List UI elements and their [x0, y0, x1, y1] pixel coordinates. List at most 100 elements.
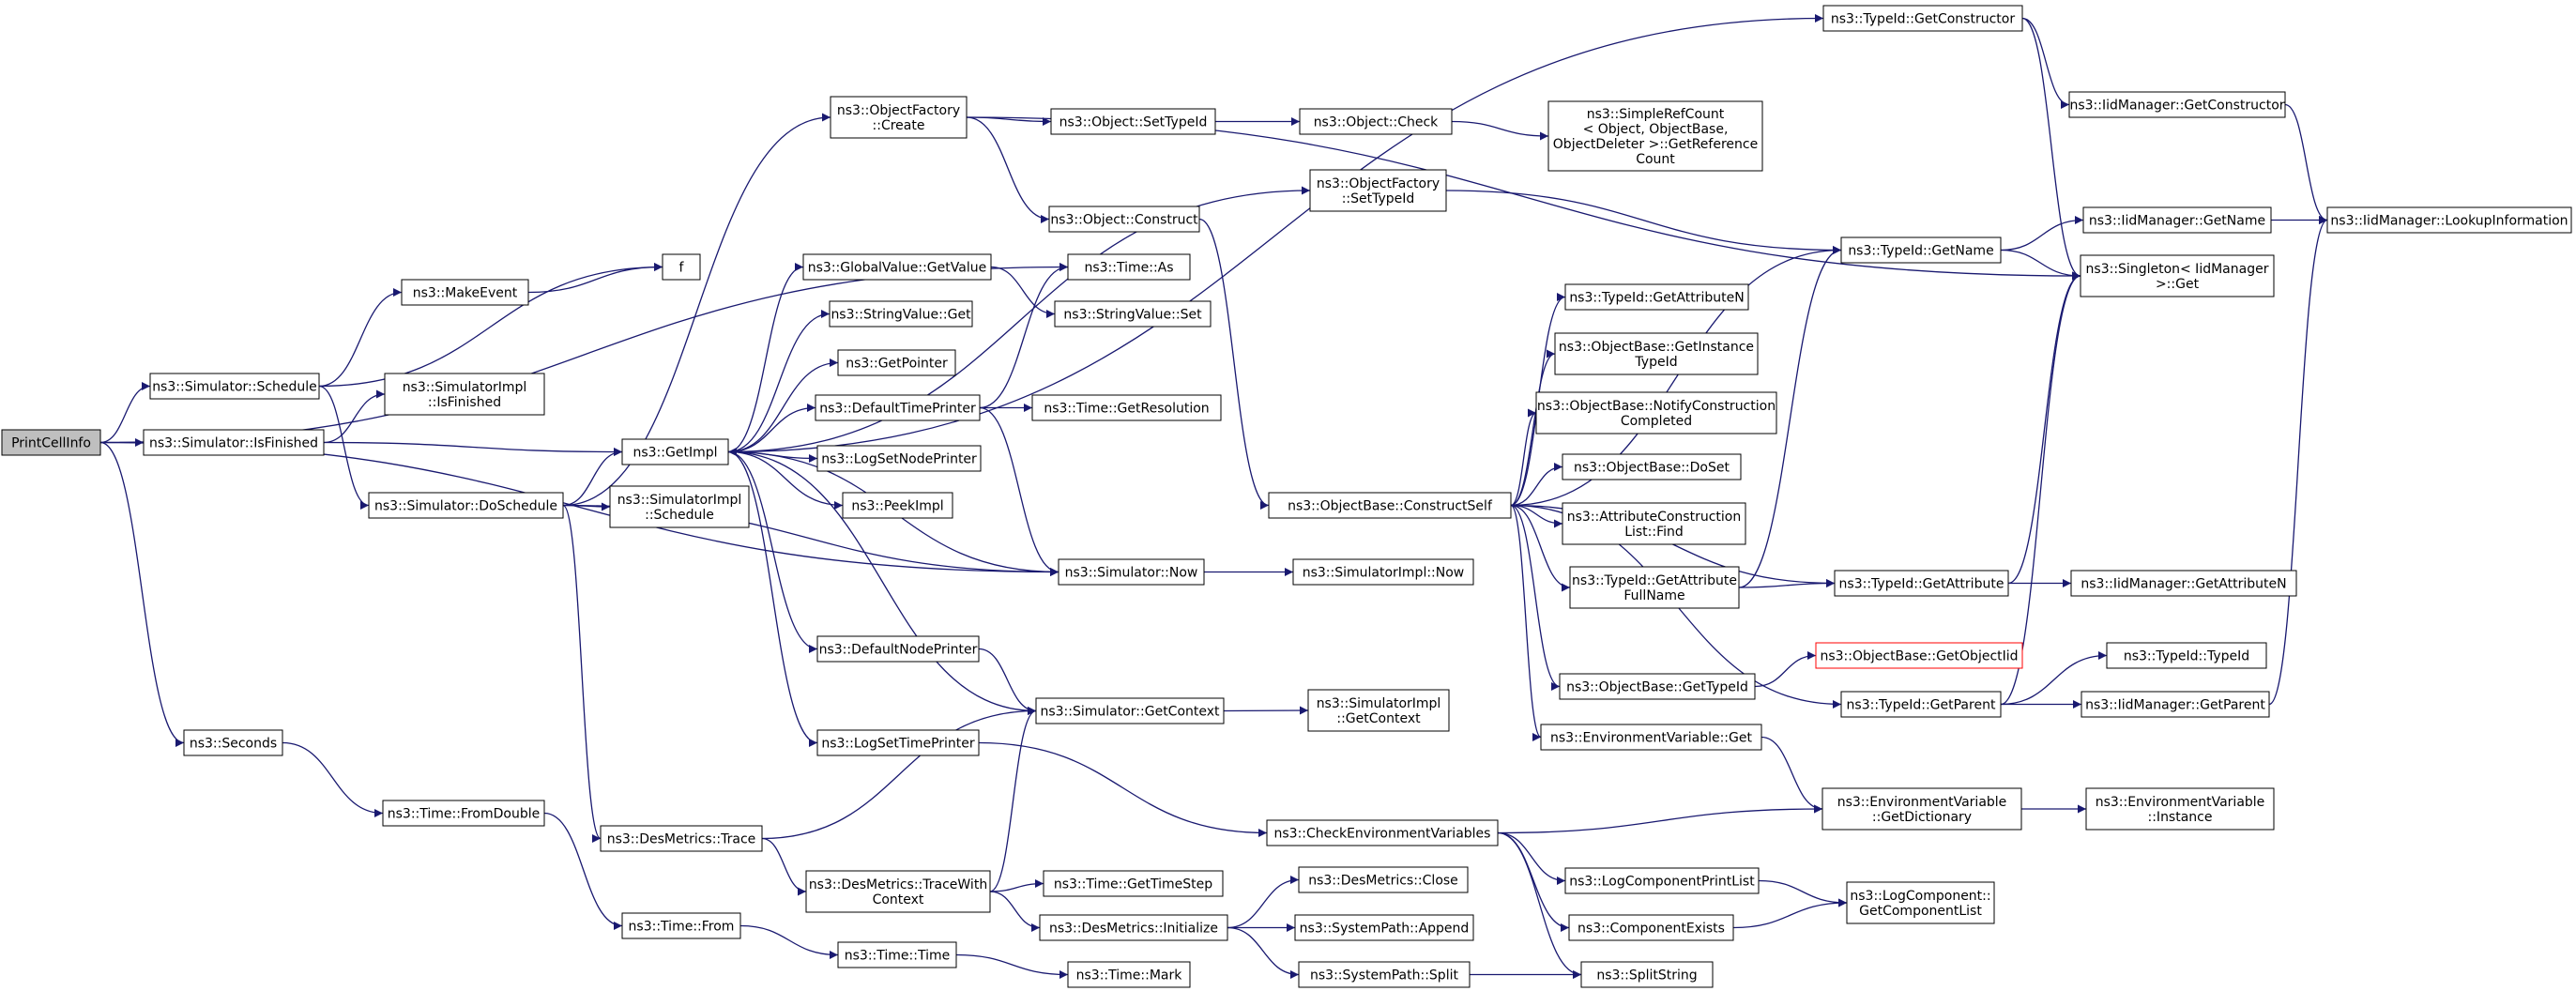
- function-node-stringvalue-get[interactable]: ns3::StringValue::Get: [829, 300, 973, 328]
- function-node-systempath-split[interactable]: ns3::SystemPath::Split: [1298, 961, 1471, 988]
- function-node-object-construct[interactable]: ns3::Object::Construct: [1048, 206, 1200, 233]
- function-node-makeevent[interactable]: ns3::MakeEvent: [401, 279, 529, 306]
- function-node-logsetnodeprinter[interactable]: ns3::LogSetNodePrinter: [816, 445, 982, 472]
- function-node-peekimpl[interactable]: ns3::PeekImpl: [842, 492, 953, 519]
- function-node-objbase-gettypeid[interactable]: ns3::ObjectBase::GetTypeId: [1559, 673, 1756, 700]
- function-node-iidmanager-lookupinformation[interactable]: ns3::IidManager::LookupInformation: [2326, 206, 2572, 234]
- node-label-line: ns3::SplitString: [1596, 968, 1697, 983]
- function-node-defaultnodeprinter[interactable]: ns3::DefaultNodePrinter: [816, 635, 980, 663]
- function-node-time-mark[interactable]: ns3::Time::Mark: [1067, 961, 1191, 988]
- function-node-envvar-getdictionary[interactable]: ns3::EnvironmentVariable::GetDictionary: [1821, 787, 2022, 831]
- function-node-simulator-now[interactable]: ns3::Simulator::Now: [1058, 558, 1205, 586]
- function-node-objbase-doset[interactable]: ns3::ObjectBase::DoSet: [1562, 453, 1742, 480]
- function-node-object-settypeid[interactable]: ns3::Object::SetTypeId: [1050, 108, 1216, 135]
- function-node-iidmanager-getparent[interactable]: ns3::IidManager::GetParent: [2081, 691, 2270, 718]
- call-edge-time_from-to-time_time: [739, 924, 839, 960]
- function-node-iidmanager-getconstructor[interactable]: ns3::IidManager::GetConstructor: [2068, 91, 2286, 118]
- function-node-object-check[interactable]: ns3::Object::Check: [1299, 108, 1453, 135]
- function-node-singleton-get[interactable]: ns3::Singleton< IidManager>::Get: [2080, 254, 2275, 297]
- node-box: [1299, 108, 1453, 135]
- function-node-desmetrics-close[interactable]: ns3::DesMetrics::Close: [1298, 866, 1469, 893]
- call-edge-defaulttimeprinter-to-simulator_now: [979, 406, 1059, 577]
- function-node-iidmanager-getattributen[interactable]: ns3::IidManager::GetAttributeN: [2070, 570, 2297, 597]
- function-node-componentexists[interactable]: ns3::ComponentExists: [1568, 914, 1734, 941]
- function-node-doschedule[interactable]: ns3::Simulator::DoSchedule: [368, 492, 564, 519]
- call-edge-typeid_getname-to-singleton_get: [2000, 249, 2081, 281]
- function-node-logcomponentprintlist[interactable]: ns3::LogComponentPrintList: [1564, 867, 1760, 894]
- function-node-simimpl-now[interactable]: ns3::SimulatorImpl::Now: [1292, 558, 1474, 586]
- function-node-time-as[interactable]: ns3::Time::As: [1067, 253, 1191, 281]
- node-box: [1822, 5, 2023, 32]
- call-edge-getimpl-to-stringvalue_get: [727, 309, 831, 453]
- function-node-simimpl-getcontext[interactable]: ns3::SimulatorImpl::GetContext: [1307, 689, 1450, 732]
- function-node-systempath-append[interactable]: ns3::SystemPath::Append: [1294, 914, 1474, 941]
- node-label-line: ns3::GetPointer: [846, 357, 948, 372]
- function-node-objbase-constructself[interactable]: ns3::ObjectBase::ConstructSelf: [1268, 492, 1512, 519]
- node-box: [1035, 697, 1225, 724]
- node-label-line: ns3::Simulator::IsFinished: [149, 436, 318, 451]
- function-node-envvar-instance[interactable]: ns3::EnvironmentVariable::Instance: [2085, 787, 2275, 831]
- function-node-globalvalue-getvalue[interactable]: ns3::GlobalValue::GetValue: [802, 253, 992, 281]
- function-node-typeid-getname[interactable]: ns3::TypeId::GetName: [1840, 236, 2002, 264]
- node-box: [830, 96, 968, 139]
- function-node-simulator-getcontext[interactable]: ns3::Simulator::GetContext: [1035, 697, 1225, 724]
- function-node-iidmanager-getname[interactable]: ns3::IidManager::GetName: [2082, 206, 2272, 234]
- node-box: [1568, 914, 1734, 941]
- function-node-time-gettimestep[interactable]: ns3::Time::GetTimeStep: [1043, 870, 1224, 897]
- function-node-logsettimeprinter[interactable]: ns3::LogSetTimePrinter: [816, 729, 980, 756]
- function-node-simimpl-schedule[interactable]: ns3::SimulatorImpl::Schedule: [609, 485, 750, 528]
- function-node-objbase-notifyconstruction[interactable]: ns3::ObjectBase::NotifyConstructionCompl…: [1535, 391, 1777, 435]
- call-edge-getimpl-to-typeid_getconstructor: [727, 13, 1824, 453]
- function-node-simimpl-isfinished[interactable]: ns3::SimulatorImpl::IsFinished: [384, 373, 545, 416]
- function-node-stringvalue-set[interactable]: ns3::StringValue::Set: [1054, 300, 1212, 328]
- function-node-splitstring[interactable]: ns3::SplitString: [1580, 961, 1714, 988]
- call-edge-sim_isfinished-to-getimpl: [323, 441, 623, 457]
- function-node-objfactory-settypeid[interactable]: ns3::ObjectFactory::SetTypeId: [1309, 169, 1447, 212]
- function-node-typeid-getconstructor[interactable]: ns3::TypeId::GetConstructor: [1822, 5, 2023, 32]
- function-node-time-getresolution[interactable]: ns3::Time::GetResolution: [1031, 394, 1222, 421]
- call-edge-time_fromdouble-to-time_from: [543, 812, 623, 931]
- function-node-check-env-vars[interactable]: ns3::CheckEnvironmentVariables: [1266, 819, 1499, 846]
- function-node-typeid-getparent[interactable]: ns3::TypeId::GetParent: [1840, 691, 2002, 718]
- node-label-line: ns3::ObjectBase::ConstructSelf: [1288, 499, 1493, 514]
- function-node-desmetrics-initialize[interactable]: ns3::DesMetrics::Initialize: [1039, 914, 1228, 941]
- function-node-typeid-getattributen[interactable]: ns3::TypeId::GetAttributeN: [1564, 283, 1749, 311]
- function-node-time-fromdouble[interactable]: ns3::Time::FromDouble: [382, 800, 545, 827]
- function-node-typeid-getattribute[interactable]: ns3::TypeId::GetAttribute: [1834, 570, 2009, 597]
- function-node-root[interactable]: PrintCellInfo: [1, 429, 101, 456]
- function-node-simplerefcount[interactable]: ns3::SimpleRefCount< Object, ObjectBase,…: [1547, 100, 1763, 172]
- function-node-f[interactable]: f: [662, 253, 701, 281]
- node-box: [368, 492, 564, 519]
- function-node-sim-isfinished[interactable]: ns3::Simulator::IsFinished: [143, 429, 325, 456]
- call-edge-doschedule-to-objfactory_create: [562, 113, 831, 507]
- function-node-defaulttimeprinter[interactable]: ns3::DefaultTimePrinter: [815, 394, 981, 421]
- function-node-getimpl[interactable]: ns3::GetImpl: [621, 438, 729, 465]
- function-node-desmetrics-trace[interactable]: ns3::DesMetrics::Trace: [600, 825, 763, 852]
- node-label-line: ns3::SimpleRefCount: [1587, 107, 1725, 122]
- node-label-line: FullName: [1623, 588, 1684, 603]
- node-label-line: ns3::TypeId::GetName: [1848, 244, 1993, 259]
- function-node-logcomponent-getcomponentlist[interactable]: ns3::LogComponent::GetComponentList: [1846, 881, 1995, 924]
- node-label-line: ns3::IidManager::GetName: [2089, 214, 2265, 229]
- node-label-line: ns3::Time::Time: [845, 949, 950, 964]
- node-box: [1294, 914, 1474, 941]
- function-node-envvar-get[interactable]: ns3::EnvironmentVariable::Get: [1540, 724, 1762, 751]
- call-edge-typeid_getparent-to-typeid_typeid: [2000, 650, 2108, 706]
- node-label-line: ns3::CheckEnvironmentVariables: [1274, 827, 1491, 842]
- function-node-typeid-typeid[interactable]: ns3::TypeId::TypeId: [2106, 642, 2267, 669]
- node-label-line: ns3::Object::Check: [1314, 115, 1439, 130]
- node-box: [1298, 961, 1471, 988]
- function-node-objfactory-create[interactable]: ns3::ObjectFactory::Create: [830, 96, 968, 139]
- node-box: [1547, 100, 1763, 172]
- function-node-objbase-getobjectiid[interactable]: ns3::ObjectBase::GetObjectIid: [1815, 642, 2023, 669]
- function-node-time-from[interactable]: ns3::Time::From: [621, 912, 741, 939]
- function-node-time-time[interactable]: ns3::Time::Time: [837, 941, 957, 968]
- function-node-sim-schedule[interactable]: ns3::Simulator::Schedule: [149, 373, 320, 400]
- function-node-seconds[interactable]: ns3::Seconds: [183, 729, 283, 756]
- function-node-getpointer[interactable]: ns3::GetPointer: [837, 349, 956, 376]
